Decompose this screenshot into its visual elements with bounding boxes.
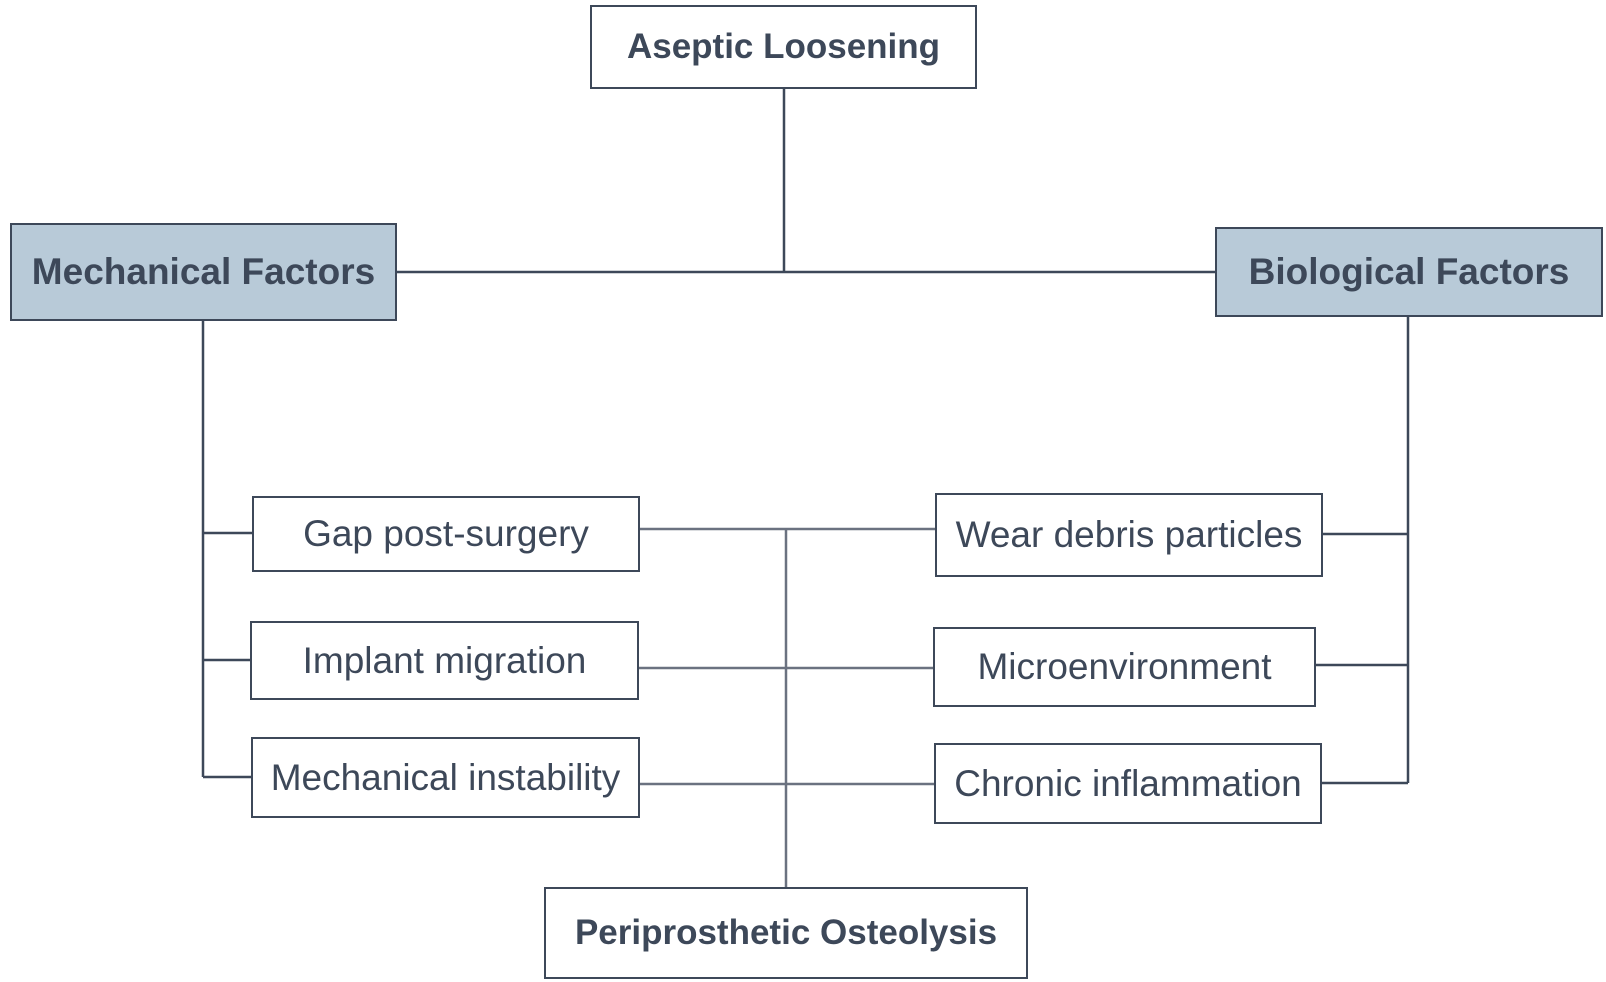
root-node-aseptic-loosening: Aseptic Loosening [590, 5, 977, 89]
mechanical-item-mechanical-instability: Mechanical instability [251, 737, 640, 818]
mechanical-factors-node: Mechanical Factors [10, 223, 397, 321]
mechanical-item-gap-post-surgery: Gap post-surgery [252, 496, 640, 572]
biological-factors-node: Biological Factors [1215, 227, 1603, 317]
outcome-node-periprosthetic-osteolysis: Periprosthetic Osteolysis [544, 887, 1028, 979]
biological-item-chronic-inflammation: Chronic inflammation [934, 743, 1322, 824]
mechanical-item-implant-migration: Implant migration [250, 621, 639, 700]
biological-item-microenvironment: Microenvironment [933, 627, 1316, 707]
biological-item-wear-debris-particles: Wear debris particles [935, 493, 1323, 577]
